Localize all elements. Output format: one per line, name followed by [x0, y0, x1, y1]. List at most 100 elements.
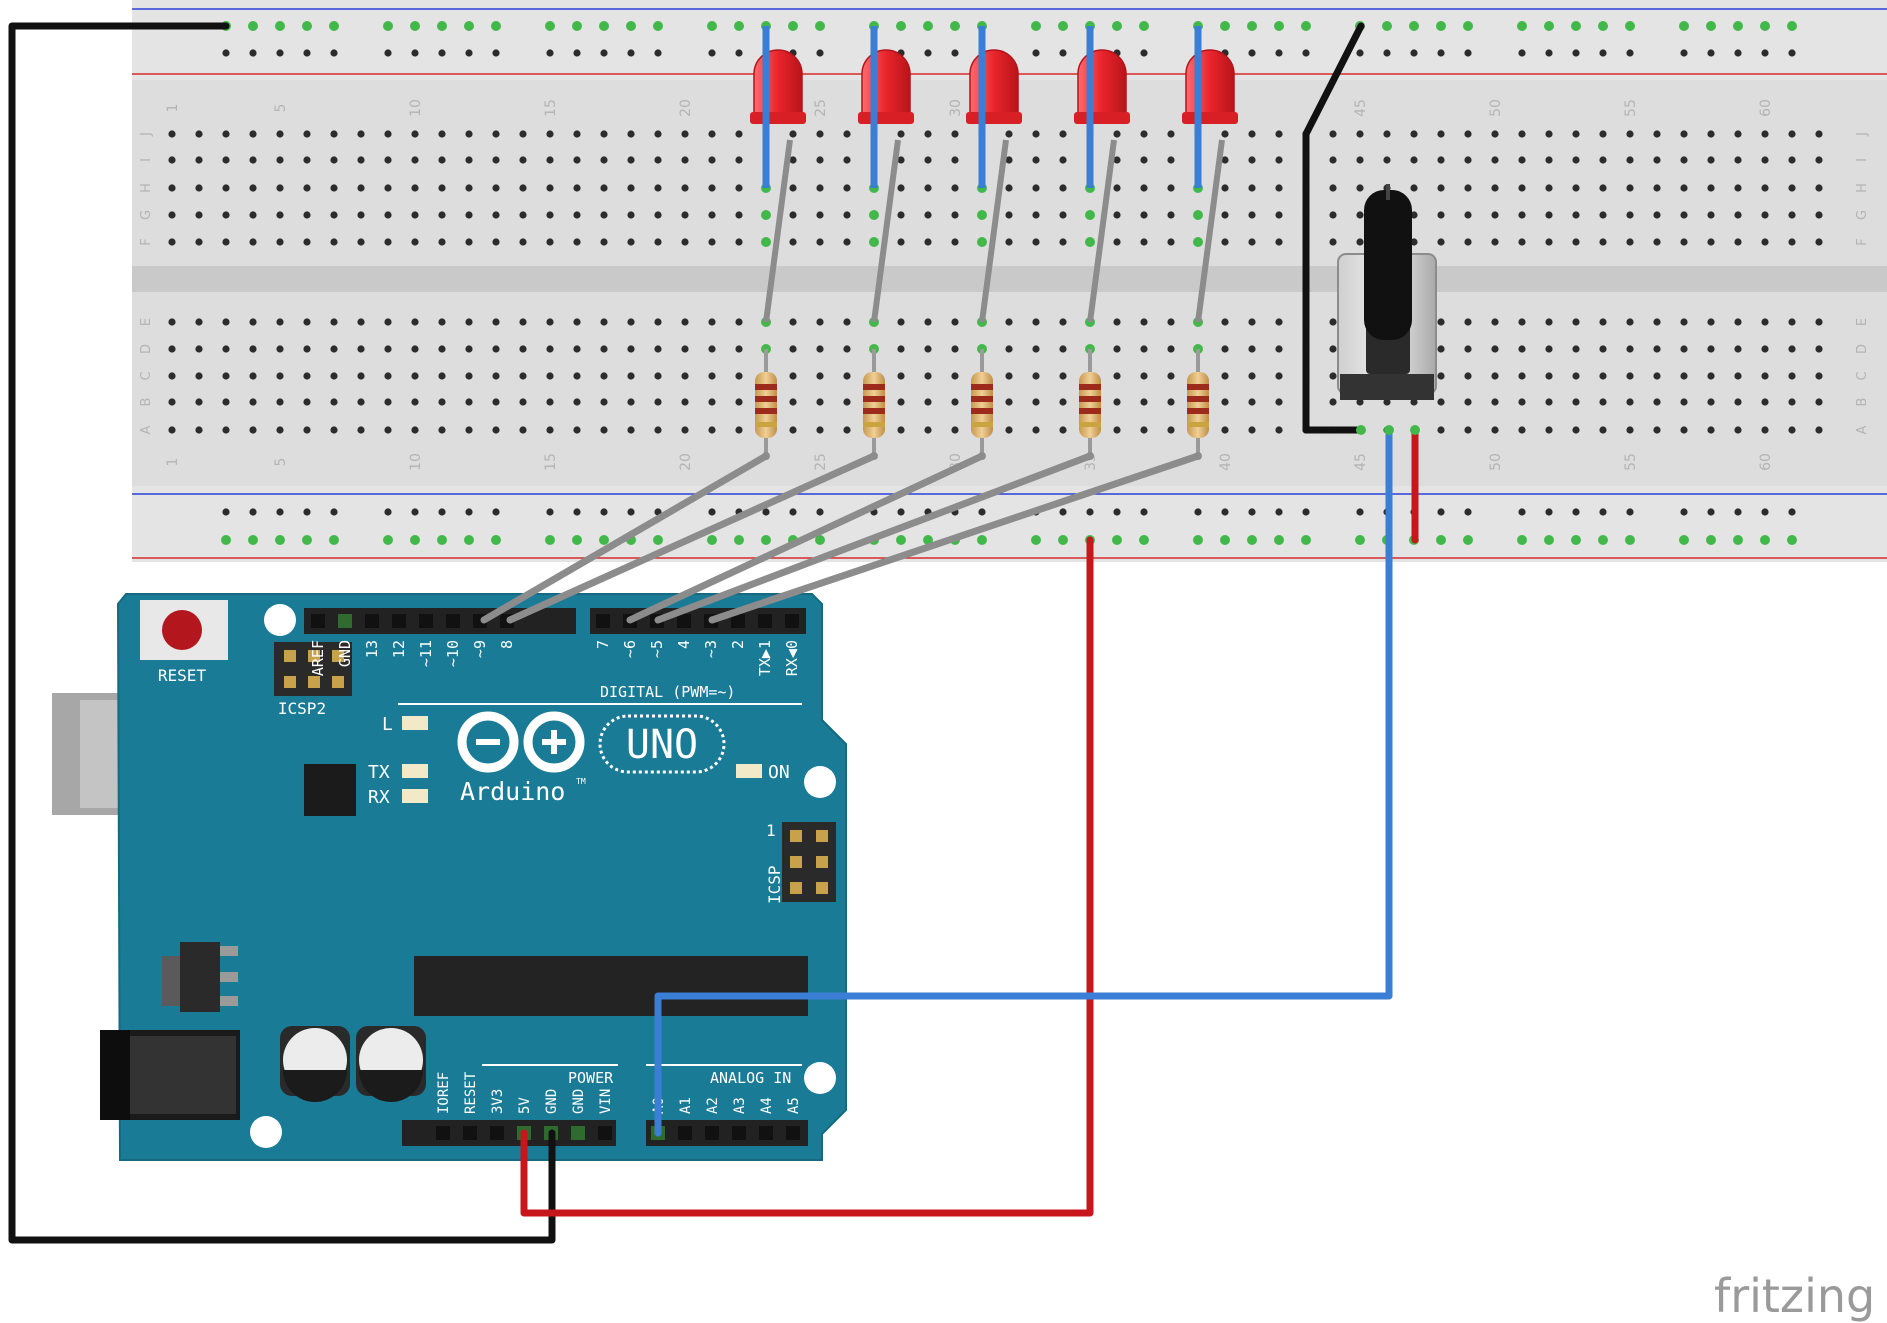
led-rx [402, 789, 428, 803]
breadboard-hole [1113, 426, 1121, 434]
breadboard-hole [627, 184, 635, 192]
breadboard-hole [276, 426, 284, 434]
rail-hole [1194, 508, 1202, 516]
breadboard-hole [708, 238, 716, 246]
breadboard-hole [897, 184, 905, 192]
breadboard-hole [1113, 184, 1121, 192]
analog-pin-socket[interactable] [732, 1126, 746, 1140]
breadboard-hole [195, 426, 203, 434]
rail-hole [1706, 21, 1716, 31]
digital-pin-socket[interactable] [446, 614, 460, 628]
breadboard-hole [222, 372, 230, 380]
digital-pin-socket[interactable] [758, 614, 772, 628]
digital-pin-socket[interactable] [392, 614, 406, 628]
breadboard-hole [195, 318, 203, 326]
potentiometer-knob[interactable] [1364, 190, 1412, 340]
breadboard-hole-active [761, 210, 771, 220]
analog-pin-socket[interactable] [678, 1126, 692, 1140]
breadboard-hole [789, 318, 797, 326]
breadboard-hole [168, 130, 176, 138]
breadboard-hole [519, 372, 527, 380]
breadboard-hole [1707, 318, 1715, 326]
reset-button[interactable] [162, 610, 202, 650]
breadboard-hole [924, 426, 932, 434]
breadboard-hole [1005, 318, 1013, 326]
breadboard-hole [708, 426, 716, 434]
resistor-band [1079, 396, 1101, 402]
row-letter: J [139, 132, 154, 137]
digital-pin-socket[interactable] [596, 614, 610, 628]
rail-hole [275, 535, 285, 545]
breadboard-hole [1356, 238, 1364, 246]
breadboard-hole [600, 318, 608, 326]
breadboard-hole [681, 211, 689, 219]
rail-hole [1302, 49, 1310, 57]
digital-pin-socket[interactable] [419, 614, 433, 628]
breadboard-hole [357, 211, 365, 219]
rail-hole [734, 535, 744, 545]
breadboard-hole [1680, 372, 1688, 380]
digital-pin-socket[interactable] [338, 614, 352, 628]
resistor [863, 372, 885, 438]
power-pin-label: VIN [598, 1089, 614, 1114]
breadboard-hole [519, 184, 527, 192]
digital-pin-socket[interactable] [311, 614, 325, 628]
breadboard-hole [546, 184, 554, 192]
breadboard-hole [384, 398, 392, 406]
rail-hole [1058, 535, 1068, 545]
breadboard-hole [357, 184, 365, 192]
breadboard-hole [1437, 372, 1445, 380]
digital-pin-socket[interactable] [731, 614, 745, 628]
breadboard-hole [627, 211, 635, 219]
rail-hole [303, 49, 311, 57]
rail-hole [303, 508, 311, 516]
breadboard-hole [357, 345, 365, 353]
breadboard-hole [1734, 426, 1742, 434]
icsp-pin1-label: 1 [766, 821, 776, 840]
analog-pin-socket[interactable] [786, 1126, 800, 1140]
breadboard-hole [1788, 345, 1796, 353]
rail-hole [302, 21, 312, 31]
breadboard-hole [600, 238, 608, 246]
rail-hole [896, 21, 906, 31]
breadboard-hole [1815, 184, 1823, 192]
breadboard-hole [1248, 345, 1256, 353]
digital-pin-socket[interactable] [785, 614, 799, 628]
breadboard-hole [1140, 398, 1148, 406]
breadboard-hole [1248, 398, 1256, 406]
breadboard-hole [1572, 238, 1580, 246]
breadboard-hole [654, 345, 662, 353]
resistor-end [978, 452, 986, 460]
power-pin-socket[interactable] [490, 1126, 504, 1140]
breadboard-hole [276, 398, 284, 406]
power-pin-socket[interactable] [598, 1126, 612, 1140]
breadboard-hole [951, 372, 959, 380]
breadboard-hole [708, 184, 716, 192]
rail-hole [1140, 508, 1148, 516]
breadboard-hole [600, 211, 608, 219]
analog-pin-socket[interactable] [759, 1126, 773, 1140]
digital-pin-socket[interactable] [677, 614, 691, 628]
potentiometer-pin [1410, 425, 1420, 435]
rail-hole [599, 535, 609, 545]
power-pin-label: RESET [463, 1071, 479, 1114]
digital-pin-socket[interactable] [365, 614, 379, 628]
breadboard-hole-active [761, 237, 771, 247]
breadboard-hole [249, 238, 257, 246]
breadboard-hole [1140, 372, 1148, 380]
breadboard-hole [1437, 398, 1445, 406]
breadboard-hole [465, 238, 473, 246]
breadboard-hole [627, 130, 635, 138]
power-pin-socket[interactable] [463, 1126, 477, 1140]
power-pin-socket[interactable] [436, 1126, 450, 1140]
breadboard-hole-active [1085, 210, 1095, 220]
breadboard-hole [1734, 184, 1742, 192]
rail-hole [1571, 535, 1581, 545]
rail-hole [1760, 21, 1770, 31]
analog-pin-socket[interactable] [705, 1126, 719, 1140]
power-pin-socket[interactable] [571, 1126, 585, 1140]
rail-hole [1112, 535, 1122, 545]
breadboard-hole [1572, 184, 1580, 192]
analog-pin-label: A2 [705, 1097, 721, 1114]
power-pin-label: GND [571, 1089, 587, 1114]
